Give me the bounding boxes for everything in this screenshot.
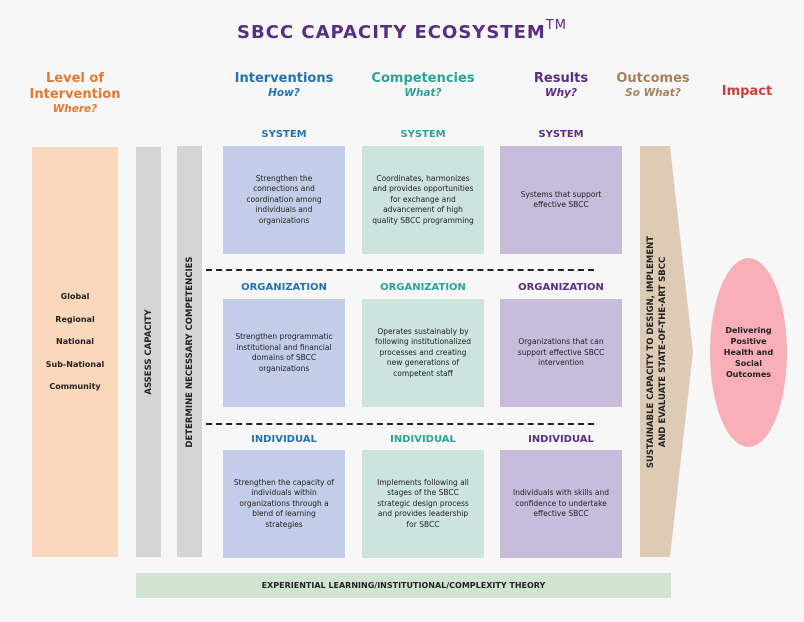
determine-competencies-bar: DETERMINE NECESSARY COMPETENCIES <box>177 146 202 557</box>
outcomes-line-2: AND EVALUATE STATE-OF-THE-ART SBCC <box>658 256 668 447</box>
interventions-level-label: SYSTEM <box>261 129 307 140</box>
system-results-box: Systems that support effective SBCC <box>500 146 622 254</box>
level-item: Regional <box>55 314 95 324</box>
organization-competencies-box: Operates sustainably by following instit… <box>362 299 484 407</box>
header-impact: Impact <box>707 84 787 100</box>
outcomes-text: SUSTAINABLE CAPACITY TO DESIGN, IMPLEMEN… <box>645 235 669 467</box>
interventions-level-label: INDIVIDUAL <box>251 434 317 445</box>
box-text: Systems that support effective SBCC <box>520 189 602 210</box>
results-level-label: SYSTEM <box>538 129 584 140</box>
header-sub: How? <box>268 87 300 99</box>
foundation-bar: EXPERIENTIAL LEARNING/INSTITUTIONAL/COMP… <box>136 573 671 598</box>
level-of-intervention-panel <box>32 147 118 557</box>
header-label: Outcomes <box>616 71 690 86</box>
header-label: Competencies <box>371 71 475 86</box>
header-sub: Why? <box>545 87 577 99</box>
individual-competencies-box: Implements following all stages of the S… <box>362 450 484 558</box>
system-competencies-box: Coordinates, harmonizes and provides opp… <box>362 146 484 254</box>
box-text: Implements following all stages of the S… <box>377 477 469 529</box>
header-label: Level of Intervention <box>29 71 121 102</box>
system-interventions-box: Strengthen the connections and coordinat… <box>223 146 345 254</box>
row-divider <box>206 423 594 425</box>
header-label: Impact <box>721 84 773 99</box>
diagram-title: SBCC CAPACITY ECOSYSTEMTM <box>0 18 804 43</box>
organization-results-box: Organizations that can support effective… <box>500 299 622 407</box>
competencies-level-label: ORGANIZATION <box>380 282 466 293</box>
box-text: Strengthen the capacity of individuals w… <box>233 477 335 529</box>
determine-competencies-label: DETERMINE NECESSARY COMPETENCIES <box>184 255 195 448</box>
trademark: TM <box>545 18 567 33</box>
title-text: SBCC CAPACITY ECOSYSTEM <box>237 22 546 43</box>
header-sub: What? <box>404 87 442 99</box>
box-text: Operates sustainably by following instit… <box>374 326 471 378</box>
results-level-label: INDIVIDUAL <box>528 434 594 445</box>
impact-text: Delivering Positive Health and Social Ou… <box>723 326 774 379</box>
assess-capacity-label: ASSESS CAPACITY <box>143 309 154 395</box>
header-sub: Where? <box>52 103 98 115</box>
box-text: Coordinates, harmonizes and provides opp… <box>372 173 474 225</box>
interventions-level-label: ORGANIZATION <box>241 282 327 293</box>
header-label: Interventions <box>234 71 334 86</box>
outcomes-line-1: SUSTAINABLE CAPACITY TO DESIGN, IMPLEMEN… <box>646 235 656 468</box>
header-sub: So What? <box>625 87 681 99</box>
assess-capacity-bar: ASSESS CAPACITY <box>136 147 161 557</box>
level-item: Global <box>60 292 90 301</box>
outcomes-arrow <box>640 146 693 557</box>
box-text: Strengthen the connections and coordinat… <box>246 173 322 225</box>
level-item: National <box>56 337 94 346</box>
outcomes-arrow-text: SUSTAINABLE CAPACITY TO DESIGN, IMPLEMEN… <box>640 146 674 557</box>
individual-results-box: Individuals with skills and confidence t… <box>500 450 622 558</box>
outcomes-arrow-shape <box>640 146 693 557</box>
level-item: Community <box>49 382 101 391</box>
header-label: Results <box>533 71 589 86</box>
box-text: Individuals with skills and confidence t… <box>512 488 610 519</box>
levels-list: Global Regional National Sub-National Co… <box>32 292 118 405</box>
results-level-label: ORGANIZATION <box>518 282 604 293</box>
level-item: Sub-National <box>45 359 105 369</box>
individual-interventions-box: Strengthen the capacity of individuals w… <box>223 450 345 558</box>
competencies-level-label: INDIVIDUAL <box>390 434 456 445</box>
organization-interventions-box: Strengthen programmatic institutional an… <box>223 299 345 407</box>
foundation-text: EXPERIENTIAL LEARNING/INSTITUTIONAL/COMP… <box>261 581 546 590</box>
box-text: Strengthen programmatic institutional an… <box>235 332 333 373</box>
competencies-level-label: SYSTEM <box>400 129 446 140</box>
impact-ellipse: Delivering Positive Health and Social Ou… <box>710 258 787 447</box>
box-text: Organizations that can support effective… <box>517 337 605 368</box>
row-divider <box>206 269 594 271</box>
